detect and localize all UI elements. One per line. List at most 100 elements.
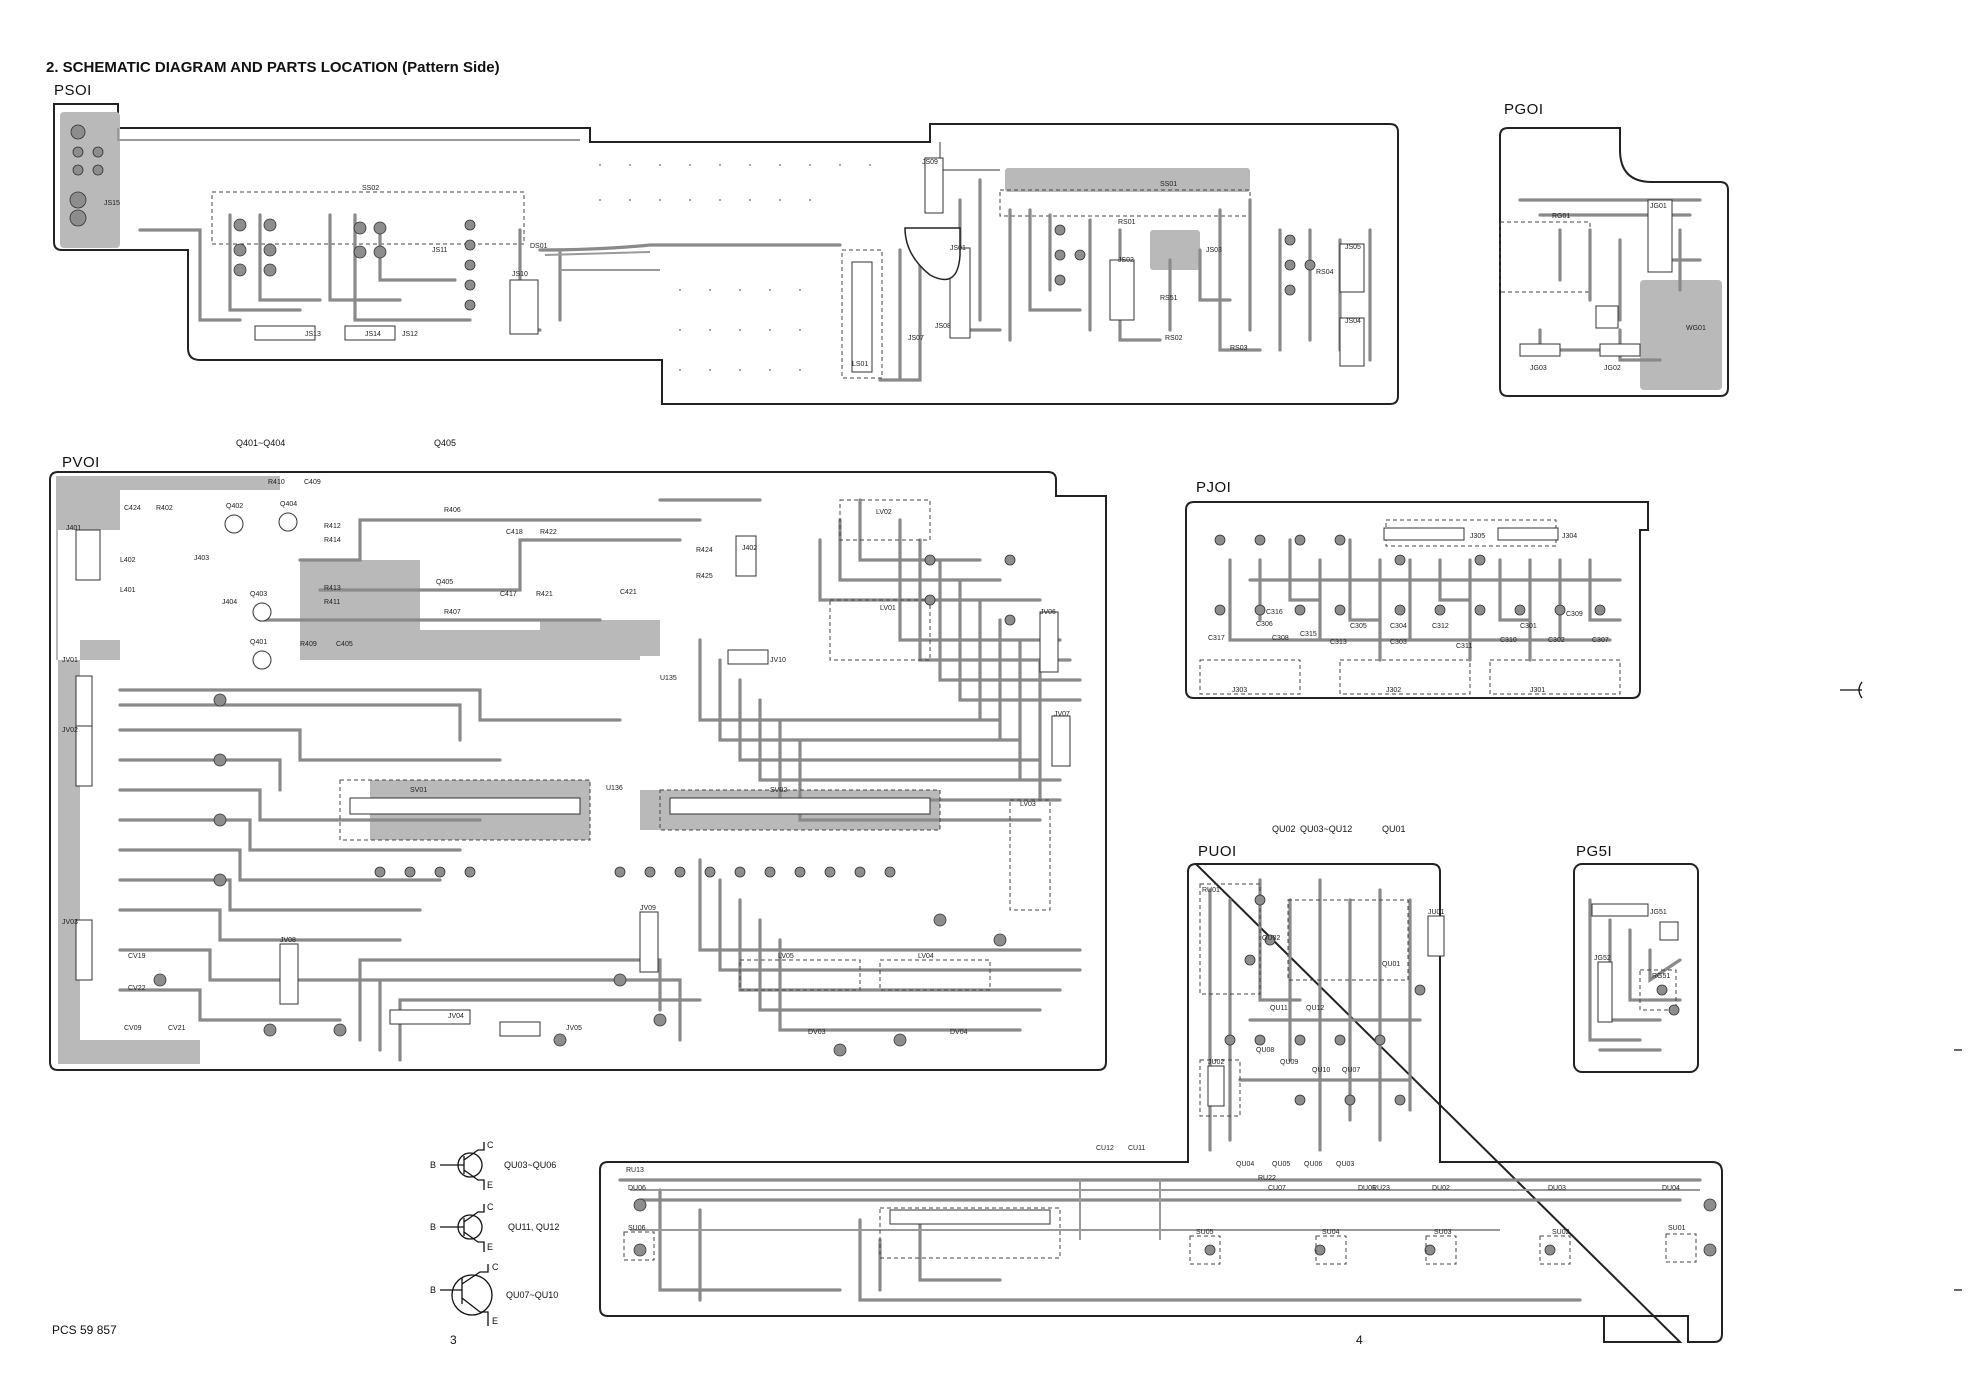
label-c316: C316: [1266, 609, 1283, 616]
label-c312: C312: [1432, 623, 1449, 630]
pnp-symbol-3: C B E QU07~QU10: [430, 1262, 558, 1326]
label-c313: C313: [1330, 639, 1347, 646]
label-ju02: JU02: [1208, 1059, 1224, 1066]
pad: [1656, 984, 1668, 996]
label-q404: Q404: [280, 501, 297, 508]
header-qu03-qu12: QU03~QU12: [1300, 824, 1352, 834]
j301-outline: [1489, 659, 1621, 695]
q404-transistor: [278, 512, 298, 532]
label-qu03: QU03: [1336, 1161, 1354, 1168]
label-js02: JS02: [1118, 257, 1134, 264]
label-rg51: RG51: [1652, 973, 1670, 980]
pin-b-1: B: [430, 1160, 436, 1170]
label-jg01: JG01: [1650, 203, 1667, 210]
label-rs04: RS04: [1316, 269, 1334, 276]
pads-pu01: [633, 894, 1717, 1257]
jg51-connector: [1591, 903, 1649, 917]
label-dv04: DV04: [950, 1029, 968, 1036]
label-q405: Q405: [436, 579, 453, 586]
label-cu12: CU12: [1096, 1145, 1114, 1152]
label-c311: C311: [1456, 643, 1472, 650]
label-sv02: SV02: [770, 787, 787, 794]
label-jg52: JG52: [1594, 955, 1611, 962]
board-outline-pg01: [1499, 127, 1729, 397]
board-pj01: PJOI J303 J302 J301 J305 J304 C317 C316 …: [1185, 479, 1863, 699]
pu-outline: [1287, 899, 1409, 981]
label-jg51: JG51: [1650, 909, 1667, 916]
su05-outline: [1189, 1235, 1221, 1265]
label-js01: JS01: [950, 245, 966, 252]
label-r424: R424: [696, 547, 713, 554]
label-js04: JS04: [1345, 318, 1361, 325]
label-j302: J302: [1386, 687, 1401, 694]
label-c306: C306: [1256, 621, 1273, 628]
jg01-connector: [1647, 199, 1673, 273]
jv10-connector: [727, 649, 769, 665]
label-du06: DU06: [628, 1185, 646, 1192]
label-c304: C304: [1390, 623, 1407, 630]
jg52-connector: [1597, 961, 1613, 1023]
label-j402: J402: [742, 545, 757, 552]
label-r421: R421: [536, 591, 553, 598]
label-q402: Q402: [226, 503, 243, 510]
dot-grid: [599, 164, 871, 371]
label-js14: JS14: [365, 331, 381, 338]
copper-traces: [138, 178, 1372, 382]
j302-outline: [1339, 659, 1471, 695]
j305-connector: [1383, 527, 1465, 541]
label-su05: SU05: [1196, 1229, 1214, 1236]
lv03-outline: [1009, 799, 1051, 911]
label-c305: C305: [1350, 623, 1367, 630]
label-su02: SU02: [1552, 1229, 1570, 1236]
label-jv02: JV02: [62, 727, 78, 734]
label-r402: R402: [156, 505, 173, 512]
pin-b-3: B: [430, 1285, 436, 1295]
label-ru22: RU22: [1258, 1175, 1276, 1182]
pin-c-2: C: [487, 1202, 494, 1212]
j402-connector: [735, 535, 757, 577]
jv07-connector: [1051, 715, 1071, 767]
label-c317: C317: [1208, 635, 1225, 642]
npn-symbol-1: C B E QU03~QU06: [430, 1140, 556, 1190]
jv06-connector: [1039, 611, 1059, 673]
lv04-outline: [879, 959, 991, 991]
label-lv01: LV01: [880, 605, 896, 612]
label-j304: J304: [1562, 533, 1577, 540]
j304-connector: [1497, 527, 1559, 541]
pu-outline: [1199, 883, 1261, 995]
q403-transistor: [252, 602, 272, 622]
board-outline-ps01: [53, 103, 1399, 405]
label-qu12: QU12: [1306, 1005, 1324, 1012]
component-square: [1595, 305, 1619, 329]
su03-outline: [1425, 1235, 1457, 1265]
label-cu11: CU11: [1128, 1145, 1145, 1152]
label-js08: JS08: [935, 323, 951, 330]
label-c301: C301: [1520, 623, 1537, 630]
pu-connector-strip: [889, 1209, 1051, 1225]
pin-e-2: E: [487, 1242, 493, 1252]
su04-outline: [1315, 1235, 1347, 1265]
component-square: [1659, 921, 1679, 941]
sv01-ic: [349, 797, 581, 815]
copper-area: [1640, 280, 1722, 390]
board-label-ps01: PSOI: [54, 82, 92, 99]
label-js09: JS09: [922, 159, 938, 166]
label-jv03: JV03: [62, 919, 78, 926]
label-su01: SU01: [1668, 1225, 1686, 1232]
label-jv07: JV07: [1054, 711, 1070, 718]
page-number-left: 3: [450, 1333, 457, 1347]
label-qu04: QU04: [1236, 1161, 1254, 1168]
pad: [1668, 1004, 1680, 1016]
js10-connector: [509, 279, 539, 335]
label-c308: C308: [1272, 635, 1289, 642]
label-qu10: QU10: [1312, 1067, 1330, 1074]
copper-traces-thin: [630, 1180, 1700, 1240]
label-c303: C303: [1390, 639, 1407, 646]
label-ss01: SS01: [1160, 181, 1177, 188]
label-c405: C405: [336, 641, 353, 648]
label-jv08: JV08: [280, 937, 296, 944]
label-cv21: CV21: [168, 1025, 186, 1032]
board-label-pg51: PG5I: [1576, 843, 1612, 860]
js02-connector: [1109, 259, 1135, 321]
ss01-outline: [999, 189, 1251, 217]
